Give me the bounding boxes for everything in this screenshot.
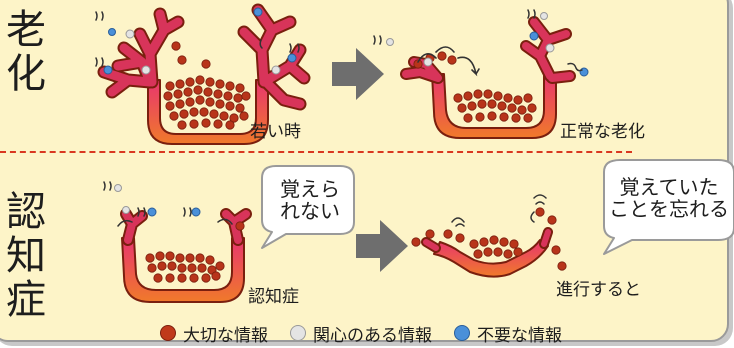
bubble-text-cannot-remember: 覚えら れない: [270, 178, 350, 222]
dementia-section-label: 認 知 症: [6, 190, 46, 322]
legend-item-important: 大切な情報: [160, 321, 268, 346]
caption-dementia: 認知症: [248, 287, 299, 307]
young-neuron: [95, 3, 311, 145]
bubble-line: 覚えていた: [619, 175, 719, 199]
bubble-line: 覚えら: [280, 177, 340, 201]
legend-item-unneeded: 不要な情報: [454, 321, 562, 346]
progressed-neuron: [411, 194, 567, 278]
bubble-line: れない: [280, 199, 340, 223]
bubble-text-forget-remembered: 覚えていた ことを忘れる: [604, 176, 734, 220]
dementia-label-char-2: 知: [6, 233, 46, 279]
young-important-info: [163, 41, 251, 130]
legend-label-important: 大切な情報: [183, 325, 268, 346]
normal-aging-neuron: [373, 9, 589, 139]
legend-dot-unneeded: [454, 325, 470, 341]
dementia-important-info: [145, 221, 245, 283]
legend-item-interest: 関心のある情報: [290, 321, 432, 346]
aging-label-char-2: 化: [6, 51, 46, 97]
transition-arrow-dementia: [356, 220, 408, 272]
caption-young: 若い時: [250, 122, 301, 142]
dementia-label-char-3: 症: [6, 277, 46, 323]
legend-dot-important: [160, 325, 176, 341]
dementia-label-char-1: 認: [6, 189, 46, 235]
legend-label-unneeded: 不要な情報: [477, 325, 562, 346]
legend-label-interest: 関心のある情報: [313, 325, 432, 346]
legend: 大切な情報 関心のある情報 不要な情報: [160, 321, 562, 346]
caption-progressed: 進行すると: [556, 280, 641, 300]
speech-bubble-cannot-remember: [261, 165, 355, 249]
caption-normal-aging: 正常な老化: [560, 122, 645, 142]
bubble-line: ことを忘れる: [609, 197, 729, 221]
transition-arrow-aging: [332, 48, 384, 100]
aging-label-char-1: 老: [6, 7, 46, 53]
dementia-neuron: [103, 181, 252, 303]
aging-section-label: 老 化: [6, 8, 46, 96]
section-divider: [0, 151, 632, 153]
legend-dot-interest: [290, 325, 306, 341]
